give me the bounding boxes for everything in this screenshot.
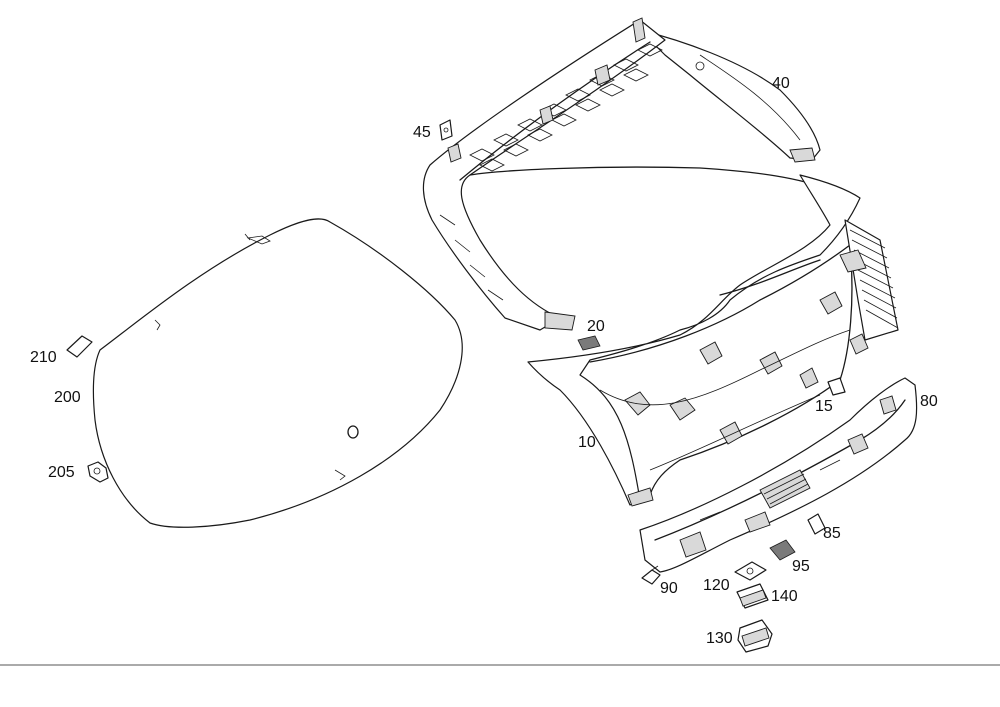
part-40-spoiler — [639, 29, 821, 163]
honeycomb-pattern — [469, 43, 663, 172]
callout-205: 205 — [48, 464, 75, 481]
callout-labels: 210 200 205 45 40 20 15 80 10 85 95 90 1… — [30, 75, 938, 647]
grille-vent — [759, 469, 811, 509]
part-140-camera — [736, 583, 769, 609]
callout-120: 120 — [703, 577, 730, 594]
callout-10: 10 — [578, 434, 596, 451]
part-20-clip — [577, 335, 601, 351]
callout-210: 210 — [30, 349, 57, 366]
callout-40: 40 — [772, 75, 790, 92]
ribbed-side-panel — [844, 219, 899, 341]
part-10-inner-panel — [527, 174, 899, 507]
callout-95: 95 — [792, 558, 810, 575]
part-120-camera-mount — [734, 561, 767, 581]
part-15-fastener — [827, 377, 846, 396]
part-90-clip — [641, 565, 661, 585]
callout-130: 130 — [706, 630, 733, 647]
callout-15: 15 — [815, 398, 833, 415]
part-130-lock-actuator — [737, 619, 773, 653]
callout-90: 90 — [660, 580, 678, 597]
callout-20: 20 — [587, 318, 605, 335]
callout-80: 80 — [920, 393, 938, 410]
rear-window-glass — [92, 218, 463, 528]
part-45-bracket — [439, 119, 453, 141]
part-210-sticker — [66, 335, 93, 358]
callout-45: 45 — [413, 124, 431, 141]
tailgate-upper-frame — [422, 17, 831, 331]
callout-200: 200 — [54, 389, 81, 406]
callout-140: 140 — [771, 588, 798, 605]
callout-85: 85 — [823, 525, 841, 542]
part-205-clip — [87, 461, 109, 483]
part-95-switch — [769, 539, 796, 561]
part-85-clip — [807, 513, 826, 535]
part-80-lower-trim — [639, 377, 918, 573]
